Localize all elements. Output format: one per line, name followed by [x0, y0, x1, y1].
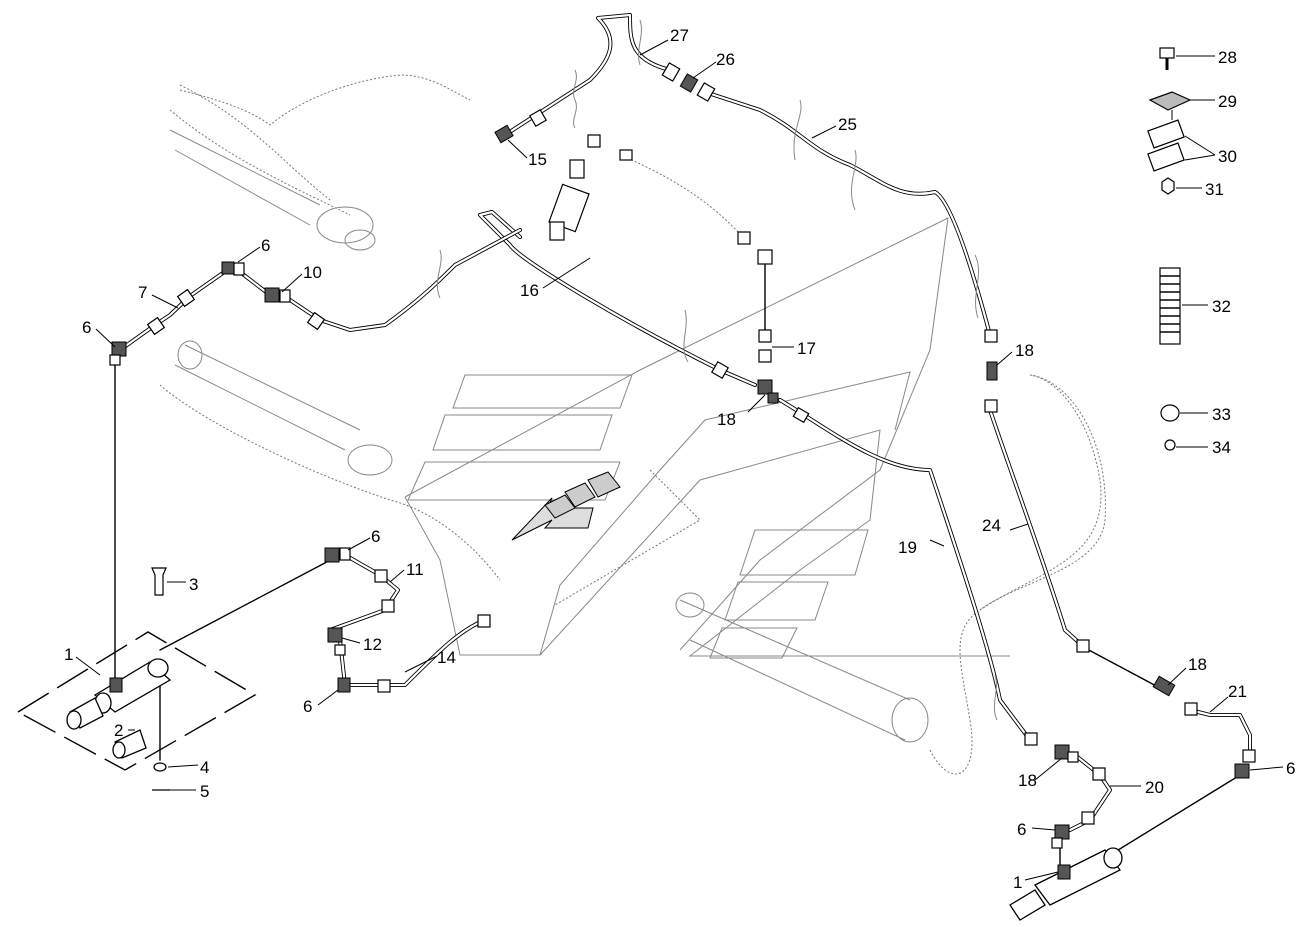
label-27: 27	[670, 26, 689, 45]
label-19: 19	[898, 538, 917, 557]
label-15: 15	[528, 150, 547, 169]
label-33: 33	[1212, 405, 1231, 424]
label-18-c: 18	[1188, 655, 1207, 674]
label-6-e: 6	[1286, 759, 1295, 778]
label-6-d: 6	[303, 697, 312, 716]
ghost-machine-background	[159, 74, 1106, 775]
label-6-f: 6	[1017, 820, 1026, 839]
label-14: 14	[437, 648, 456, 667]
label-7: 7	[138, 283, 147, 302]
label-6-b: 6	[82, 318, 91, 337]
label-34: 34	[1212, 438, 1231, 457]
label-1-b: 1	[1013, 873, 1022, 892]
label-28: 28	[1218, 48, 1237, 67]
label-32: 32	[1212, 297, 1231, 316]
label-2: 2	[114, 721, 123, 740]
pipe-lines	[114, 13, 1252, 876]
left-cylinder-assembly	[16, 567, 257, 791]
label-29: 29	[1218, 92, 1237, 111]
leader-lines	[75, 39, 1284, 881]
label-5: 5	[200, 782, 209, 801]
label-1-a: 1	[64, 645, 73, 664]
label-12: 12	[363, 635, 382, 654]
break-marks	[436, 19, 998, 721]
label-18-b: 18	[1015, 341, 1034, 360]
label-16: 16	[520, 281, 539, 300]
loose-parts	[1147, 47, 1192, 451]
label-17: 17	[797, 339, 816, 358]
label-31: 31	[1205, 180, 1224, 199]
label-26: 26	[716, 50, 735, 69]
label-6-c: 6	[371, 527, 380, 546]
label-6-a: 6	[261, 236, 270, 255]
label-4: 4	[200, 758, 209, 777]
label-25: 25	[838, 115, 857, 134]
label-3: 3	[189, 575, 198, 594]
part-number-labels: 27 26 25 15 16 6 7 10 6 17 18 18 6 11 3 …	[64, 26, 1295, 892]
label-21: 21	[1228, 682, 1247, 701]
label-24: 24	[982, 516, 1001, 535]
label-11: 11	[406, 560, 424, 579]
label-18-d: 18	[1018, 771, 1037, 790]
label-30: 30	[1218, 147, 1237, 166]
label-18-a: 18	[717, 410, 736, 429]
label-10: 10	[303, 263, 322, 282]
right-cylinder-assembly	[1009, 847, 1123, 921]
fittings	[109, 62, 1256, 849]
label-20: 20	[1145, 778, 1164, 797]
